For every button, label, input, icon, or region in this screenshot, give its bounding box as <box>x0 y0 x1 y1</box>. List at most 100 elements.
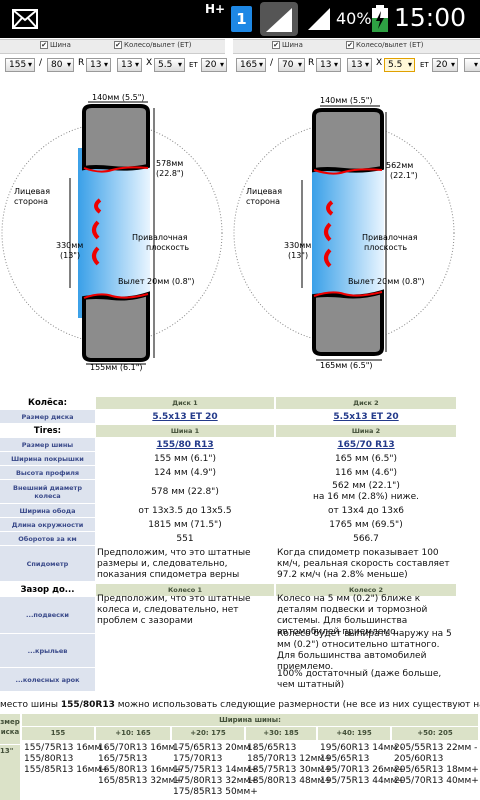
right-diameter-label: 562мм <box>386 161 413 170</box>
size-185-65[interactable]: 185/65R13 <box>247 743 297 753</box>
rim-width1: от 13x3.5 до 13x5.5 <box>138 505 232 516</box>
left-outer-circle <box>1 122 223 344</box>
left-tire-checkbox[interactable]: ✔Шина <box>40 41 71 49</box>
size-185-75[interactable]: 185/75R13 30мм+ <box>247 765 332 775</box>
suspension1: Предположим, что это штатные колеса и, с… <box>97 593 251 626</box>
size-185-70[interactable]: 185/70R13 12мм+ <box>247 754 332 764</box>
size-195-70[interactable]: 195/70R13 26мм+ <box>320 765 405 775</box>
left-mount2-label: плоскость <box>146 243 189 252</box>
left-width-select[interactable]: 155 <box>5 58 35 72</box>
left-wheel-width-select[interactable]: 5.5 <box>154 58 185 72</box>
size-165-70[interactable]: 165/70R13 16мм - <box>98 743 182 753</box>
network-type: H+ <box>205 2 226 16</box>
rim-size-head-1: змер <box>0 718 20 726</box>
right-rim-in-label: (13") <box>288 251 308 260</box>
left-wheel-checkbox[interactable]: ✔Колесо/вылет (ET) <box>114 41 192 49</box>
left-rim-body <box>78 148 150 318</box>
profile-height1: 124 мм (4.9") <box>154 467 216 478</box>
widths-head: Ширина шины: <box>22 714 478 726</box>
right-wheel-checkbox[interactable]: ✔Колесо/вылет (ET) <box>346 41 424 49</box>
right-wheel-check-label: Колесо/вылет (ET) <box>356 41 424 49</box>
rim-size-head: змер иска <box>0 714 20 744</box>
right-tire-diagram: 140мм (5.5") 562мм (22.1") Лицевая сторо… <box>233 96 455 370</box>
right-extra-select[interactable] <box>464 58 480 72</box>
right-profile-select[interactable]: 70 <box>278 58 305 72</box>
outer-diameter1: 578 мм (22.8") <box>151 486 219 497</box>
rim-width2: от 13x4 до 13x6 <box>327 505 405 516</box>
wheel1-head: Колесо 1 <box>96 584 274 596</box>
size-165-75[interactable]: 165/75R13 <box>98 754 148 764</box>
left-bottom-width-label: 155мм (6.1") <box>90 363 143 372</box>
right-et-select[interactable]: 20 <box>432 58 458 72</box>
speedometer2: Когда спидометр показывает 100 км/ч, реа… <box>277 547 450 580</box>
tire-size1-link[interactable]: 155/80 R13 <box>156 439 214 450</box>
circumference-label: Длина окружности <box>0 518 95 532</box>
right-wheel-rim-select[interactable]: 13 <box>347 58 372 72</box>
size-175-65[interactable]: 175/65R13 20мм - <box>173 743 257 753</box>
right-tire-checkbox[interactable]: ✔Шина <box>272 41 303 49</box>
profile-height2: 116 мм (4.6") <box>335 467 397 478</box>
col-155-list: 155/75R13 16мм - 155/80R13 155/85R13 16м… <box>24 743 109 776</box>
disk2-head: Диск 2 <box>276 397 456 409</box>
circumference2: 1765 мм (69.5") <box>329 519 403 530</box>
wheel-arches2: 100% достаточный (даже больше, чем штатн… <box>277 669 442 690</box>
size-185-80[interactable]: 185/80R13 48мм+ <box>247 776 332 786</box>
size-205-70[interactable]: 205/70R13 40мм+ <box>394 776 479 786</box>
size-195-60[interactable]: 195/60R13 14мм - <box>320 743 404 753</box>
col-head-155: 155 <box>22 727 94 740</box>
gap-label: Зазор до... <box>0 583 95 597</box>
size-175-85[interactable]: 175/85R13 50мм+ <box>173 787 258 797</box>
cell-signal-icon <box>308 8 330 30</box>
size-175-80[interactable]: 175/80R13 32мм+ <box>173 776 258 786</box>
suspension-label: ...подвески <box>0 597 95 634</box>
disk-size2-link[interactable]: 5.5x13 ET 20 <box>333 411 399 422</box>
size-155-85[interactable]: 155/85R13 16мм+ <box>24 765 109 775</box>
disk-size1-link[interactable]: 5.5x13 ET 20 <box>152 411 218 422</box>
size-155-75[interactable]: 155/75R13 16мм - <box>24 743 108 753</box>
right-tire-check-label: Шина <box>282 41 303 49</box>
size-205-55[interactable]: 205/55R13 22мм - <box>394 743 478 753</box>
col-head-175: +20: 175 <box>172 727 244 740</box>
size-165-85[interactable]: 165/85R13 32мм+ <box>98 776 183 786</box>
alternatives-note: место шины 155/80R13 можно использовать … <box>0 700 480 710</box>
left-face-label: Лицевая <box>14 187 50 196</box>
rim-size-head-2: иска <box>0 728 20 736</box>
size-205-65[interactable]: 205/65R13 18мм+ <box>394 765 479 775</box>
outer-diameter-label: Внешний диаметр колеса <box>0 480 95 504</box>
tire-size2-link[interactable]: 165/70 R13 <box>337 439 395 450</box>
left-et-select[interactable]: 20 <box>201 58 227 72</box>
size-205-60[interactable]: 205/60R13 <box>394 754 444 764</box>
left-profile-select[interactable]: 80 <box>47 58 74 72</box>
outer-diameter2-diff: на 16 мм (2.8%) ниже. <box>312 492 419 502</box>
rim-width-label: Ширина обода <box>0 504 95 518</box>
right-rim-select[interactable]: 13 <box>316 58 341 72</box>
size-175-70[interactable]: 175/70R13 <box>173 754 223 764</box>
col-165-list: 165/70R13 16мм - 165/75R13 165/80R13 16м… <box>98 743 183 787</box>
left-rim-select[interactable]: 13 <box>86 58 111 72</box>
tire-size1-cell: 155/80 R13 <box>96 438 274 452</box>
size-155-80[interactable]: 155/80R13 <box>24 754 74 764</box>
col-head-185: +30: 185 <box>246 727 316 740</box>
left-x-label: X <box>146 58 153 68</box>
right-wheel-width-select[interactable]: 5.5 <box>384 58 415 72</box>
left-wheel-check-label: Колесо/вылет (ET) <box>124 41 192 49</box>
size-165-80[interactable]: 165/80R13 16мм+ <box>98 765 183 775</box>
right-top-width-label: 140мм (5.5") <box>320 96 373 105</box>
size-195-65[interactable]: 195/65R13 <box>320 754 370 764</box>
disk-size1-cell: 5.5x13 ET 20 <box>96 410 274 424</box>
right-offset-label: Вылет 20мм (0.8") <box>348 277 424 286</box>
left-wheel-rim-select[interactable]: 13 <box>117 58 142 72</box>
left-rim-label: 330мм <box>56 241 83 250</box>
sim-badge: 1 <box>231 6 252 32</box>
suspension2: Колесо на 5 мм (0.2") ближе к деталям по… <box>277 594 428 637</box>
col-head-195: +40: 195 <box>318 727 390 740</box>
size-175-75[interactable]: 175/75R13 14мм+ <box>173 765 258 775</box>
revs-per-km2: 566.7 <box>353 533 379 544</box>
left-diameter-in-label: (22.8") <box>156 169 184 178</box>
size-195-75[interactable]: 195/75R13 44мм+ <box>320 776 405 786</box>
left-top-tire <box>82 104 150 171</box>
left-slash: / <box>39 58 43 68</box>
left-et-label: ET <box>189 61 198 69</box>
right-width-select[interactable]: 165 <box>236 58 266 72</box>
note-post: можно использовать следующие размерности… <box>117 700 480 710</box>
